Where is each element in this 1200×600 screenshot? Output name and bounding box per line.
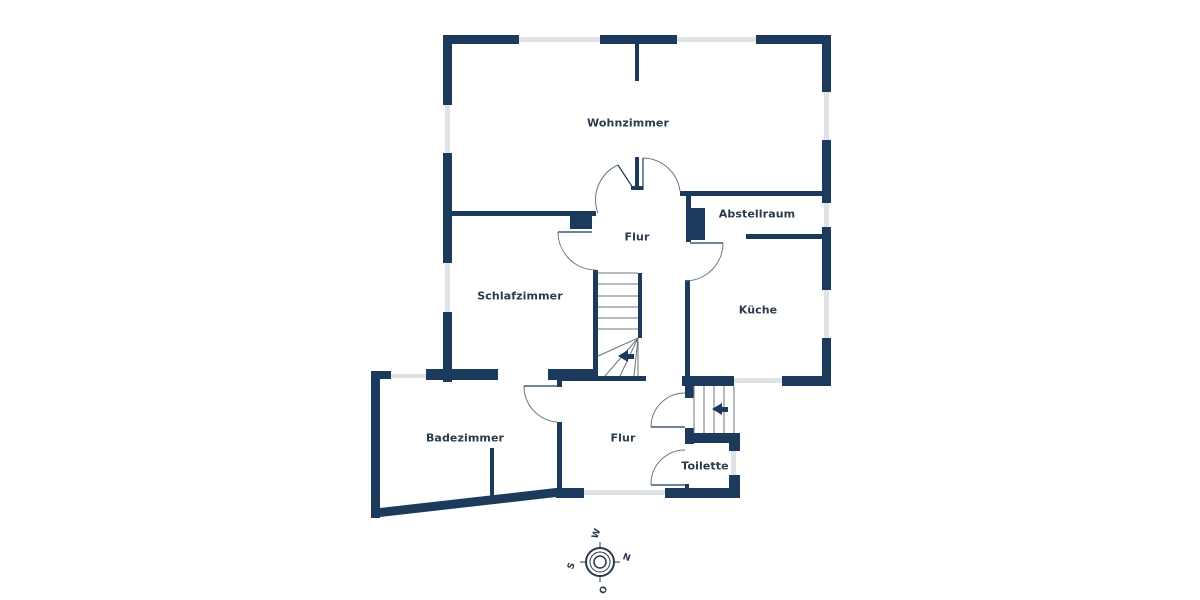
stairs-entrance bbox=[693, 386, 735, 433]
room-label-abstellraum: Abstellraum bbox=[718, 207, 796, 221]
room-label-toilette: Toilette bbox=[681, 459, 729, 473]
entrance-arrow-icon bbox=[712, 403, 728, 415]
stairs-inner bbox=[597, 272, 639, 377]
compass-o: O bbox=[596, 584, 608, 595]
compass-n: N bbox=[621, 552, 632, 564]
compass-icon: W N S O bbox=[566, 527, 631, 595]
room-label-flur-lower: Flur bbox=[610, 431, 636, 445]
doors bbox=[523, 157, 724, 486]
room-label-flur-upper: Flur bbox=[624, 230, 650, 244]
walls bbox=[371, 35, 831, 518]
room-label-schlafzimmer: Schlafzimmer bbox=[477, 289, 563, 303]
room-label-badezimmer: Badezimmer bbox=[425, 431, 505, 445]
room-label-kueche: Küche bbox=[738, 303, 778, 317]
room-label-wohnzimmer: Wohnzimmer bbox=[587, 116, 669, 130]
compass-w: W bbox=[590, 527, 603, 540]
stair-direction-arrow-icon bbox=[618, 350, 634, 362]
compass-s: S bbox=[566, 561, 578, 571]
windows bbox=[391, 37, 829, 495]
